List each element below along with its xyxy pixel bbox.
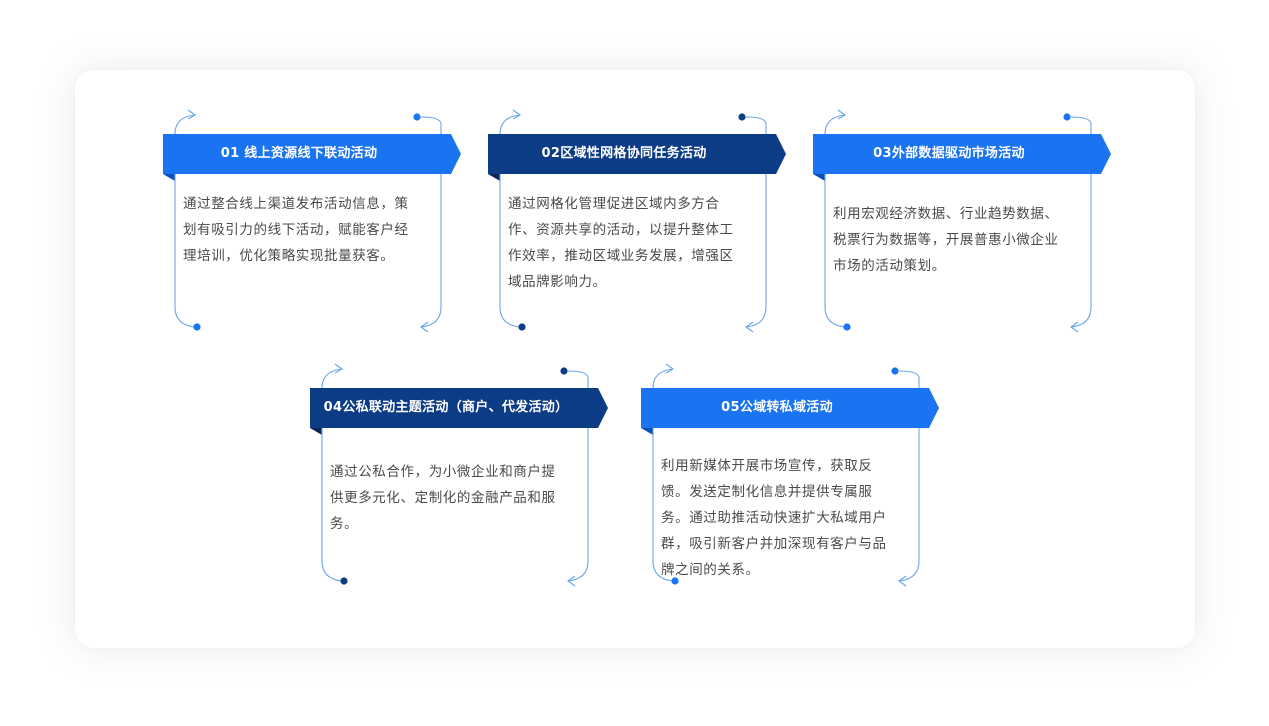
- top-left-arc: [321, 368, 343, 389]
- card-title: 05公域转私域活动: [721, 400, 833, 415]
- top-left-arc: [652, 368, 674, 389]
- card-title: 04公私联动主题活动（商户、代发活动）: [323, 400, 569, 415]
- top-left-arc: [824, 114, 846, 135]
- title-ribbon: [310, 388, 608, 428]
- card-frame: [163, 109, 461, 333]
- card-frame: [813, 109, 1111, 333]
- card-title: 01 线上资源线下联动活动: [220, 146, 378, 161]
- left-connector-line: [499, 174, 521, 328]
- connector-dot: [843, 323, 851, 331]
- ribbon-fold: [813, 174, 825, 181]
- arrow-icon: [837, 109, 847, 120]
- card-title: 02区域性网格协同任务活动: [541, 146, 707, 161]
- activity-card-05: 05公域转私域活动 利用新媒体开展市场宣传，获取反馈。发送定制化信息并提供专属服…: [633, 361, 939, 591]
- title-ribbon: [488, 134, 786, 174]
- connector-dot: [560, 367, 568, 375]
- connector-dot: [413, 113, 421, 121]
- arrow-icon: [745, 321, 754, 333]
- card-title: 03外部数据驱动市场活动: [873, 146, 1025, 161]
- connector-dot: [518, 323, 526, 331]
- ribbon-fold: [163, 174, 175, 181]
- card-description: 利用宏观经济数据、行业趋势数据、税票行为数据等，开展普惠小微企业市场的活动策划。: [833, 206, 1059, 274]
- arrow-icon: [898, 575, 907, 587]
- right-connector-line: [567, 370, 589, 582]
- right-connector-line: [898, 370, 920, 582]
- left-connector-line: [652, 428, 674, 582]
- top-left-arc: [174, 114, 196, 135]
- arrow-icon: [512, 109, 522, 120]
- top-left-arc: [499, 114, 521, 135]
- left-connector-line: [174, 174, 196, 328]
- title-ribbon: [641, 388, 939, 428]
- ribbon-fold: [641, 428, 653, 435]
- left-connector-line: [824, 174, 846, 328]
- card-description: 通过网格化管理促进区域内多方合作、资源共享的活动，以提升整体工作效率，推动区域业…: [508, 196, 734, 290]
- ribbon-fold: [310, 428, 322, 435]
- title-ribbon: [163, 134, 461, 174]
- connector-dot: [738, 113, 746, 121]
- arrow-icon: [187, 109, 197, 120]
- activity-card-01: 01 线上资源线下联动活动 通过整合线上渠道发布活动信息，策划有吸引力的线下活动…: [155, 107, 461, 337]
- ribbon-fold: [488, 174, 500, 181]
- card-frame: [488, 109, 786, 333]
- connector-dot: [891, 367, 899, 375]
- activity-card-02: 02区域性网格协同任务活动 通过网格化管理促进区域内多方合作、资源共享的活动，以…: [480, 107, 786, 337]
- arrow-icon: [665, 363, 675, 374]
- title-ribbon: [813, 134, 1111, 174]
- card-description: 通过整合线上渠道发布活动信息，策划有吸引力的线下活动，赋能客户经理培训，优化策略…: [183, 196, 409, 264]
- right-connector-line: [420, 116, 442, 328]
- card-frame: [641, 363, 939, 587]
- activity-card-03: 03外部数据驱动市场活动 利用宏观经济数据、行业趋势数据、税票行为数据等，开展普…: [805, 107, 1111, 337]
- arrow-icon: [420, 321, 429, 333]
- card-frame: [310, 363, 608, 587]
- card-description: 通过公私合作，为小微企业和商户提供更多元化、定制化的金融产品和服务。: [330, 464, 556, 532]
- connector-dot: [671, 577, 679, 585]
- arrow-icon: [334, 363, 344, 374]
- connector-dot: [193, 323, 201, 331]
- right-connector-line: [745, 116, 767, 328]
- right-connector-line: [1070, 116, 1092, 328]
- arrow-icon: [567, 575, 576, 587]
- left-connector-line: [321, 428, 343, 582]
- connector-dot: [1063, 113, 1071, 121]
- activity-card-04: 04公私联动主题活动（商户、代发活动） 通过公私合作，为小微企业和商户提供更多元…: [302, 361, 608, 591]
- connector-dot: [340, 577, 348, 585]
- card-description: 利用新媒体开展市场宣传，获取反馈。发送定制化信息并提供专属服务。通过助推活动快速…: [661, 458, 887, 578]
- arrow-icon: [1070, 321, 1079, 333]
